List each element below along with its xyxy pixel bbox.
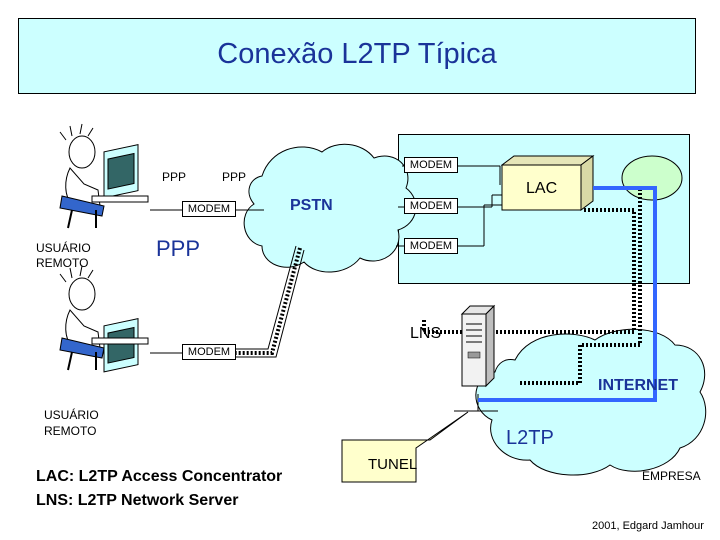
user-1-label-line1: USUÁRIO: [36, 241, 91, 255]
pstn-cloud: [243, 143, 417, 273]
modem-site-1: MODEM: [404, 157, 458, 173]
tunnel-dotted-path: [422, 190, 642, 385]
internet-label: INTERNET: [598, 377, 678, 394]
remote-user-1-figure: [59, 123, 149, 229]
lac-box-side: [580, 155, 594, 211]
ppp-label-1: PPP: [162, 170, 187, 184]
user-1-label-line2: REMOTO: [36, 256, 89, 270]
modem-site-2: MODEM: [404, 198, 458, 214]
tunel-label: TUNEL: [368, 456, 418, 473]
lns-server: [460, 304, 496, 388]
lac-label: LAC: [526, 180, 558, 197]
modem-site-3: MODEM: [404, 238, 458, 254]
user-2-label-line2: REMOTO: [44, 424, 97, 438]
legend-lac: LAC: L2TP Access Concentrator: [36, 468, 283, 485]
router-ellipse: [621, 155, 683, 201]
lac-box-top: [500, 155, 595, 166]
pstn-label: PSTN: [290, 197, 333, 214]
phone-lines: [150, 165, 502, 412]
page-title: Conexão L2TP Típica: [217, 38, 497, 70]
lns-label: LNS: [410, 325, 442, 342]
ppp-label-2: PPP: [222, 170, 247, 184]
l2tp-label: L2TP: [506, 427, 554, 449]
l2tp-tunnel-line: [478, 186, 657, 402]
ppp-label-large: PPP: [156, 236, 201, 261]
enterprise-cloud: [475, 328, 707, 476]
title-panel: [18, 18, 696, 94]
lac-box: [501, 164, 582, 211]
credit-text: 2001, Edgard Jamhour: [592, 520, 704, 532]
ppp-path-outline: [236, 245, 305, 358]
remote-user-2-figure: [59, 265, 149, 373]
modem-user-1: MODEM: [182, 201, 236, 217]
tunel-callout: [341, 411, 469, 483]
user-2-label-line1: USUÁRIO: [44, 408, 99, 422]
legend-lns: LNS: L2TP Network Server: [36, 492, 239, 509]
ppp-dotted-paths: [236, 247, 302, 355]
empresa-label: EMPRESA: [642, 469, 701, 483]
modem-user-2: MODEM: [182, 344, 236, 360]
